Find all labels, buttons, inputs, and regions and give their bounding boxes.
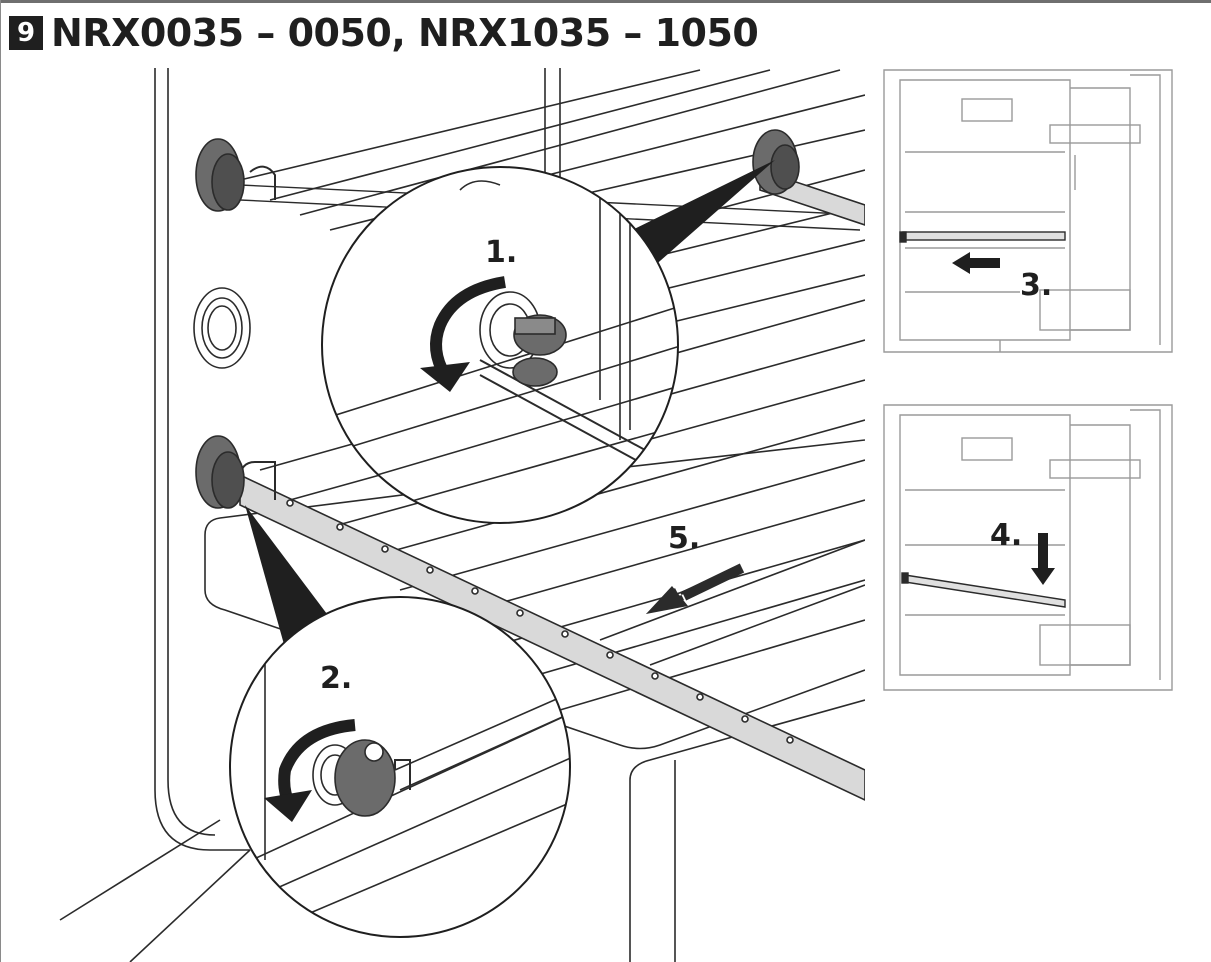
page-title: 9 NRX0035 – 0050, NRX1035 – 1050 (9, 8, 759, 58)
callout-pointer-1 (628, 160, 775, 268)
step-4-label: 4. (990, 518, 1022, 553)
thumbnail-step-4 (883, 404, 1173, 691)
detail-circle-1: 1. (321, 166, 679, 524)
upper-right-retainer-knob (752, 129, 800, 195)
thumbnail-step-3 (883, 69, 1173, 353)
step-2-label: 2. (320, 661, 352, 696)
top-border (0, 0, 1211, 3)
step-3-label: 3. (1020, 268, 1052, 303)
step-number-badge: 9 (9, 16, 43, 50)
upper-left-retainer-knob (195, 138, 276, 212)
pull-out-arrow (646, 563, 745, 614)
step-1-label: 1. (485, 235, 517, 270)
wall-bushing (193, 287, 251, 369)
left-border (0, 0, 1, 962)
lower-left-retainer-knob (195, 435, 245, 509)
model-range-heading: NRX0035 – 0050, NRX1035 – 1050 (51, 11, 759, 55)
callout-pointer-2 (245, 505, 330, 648)
step-5-label: 5. (668, 521, 700, 556)
